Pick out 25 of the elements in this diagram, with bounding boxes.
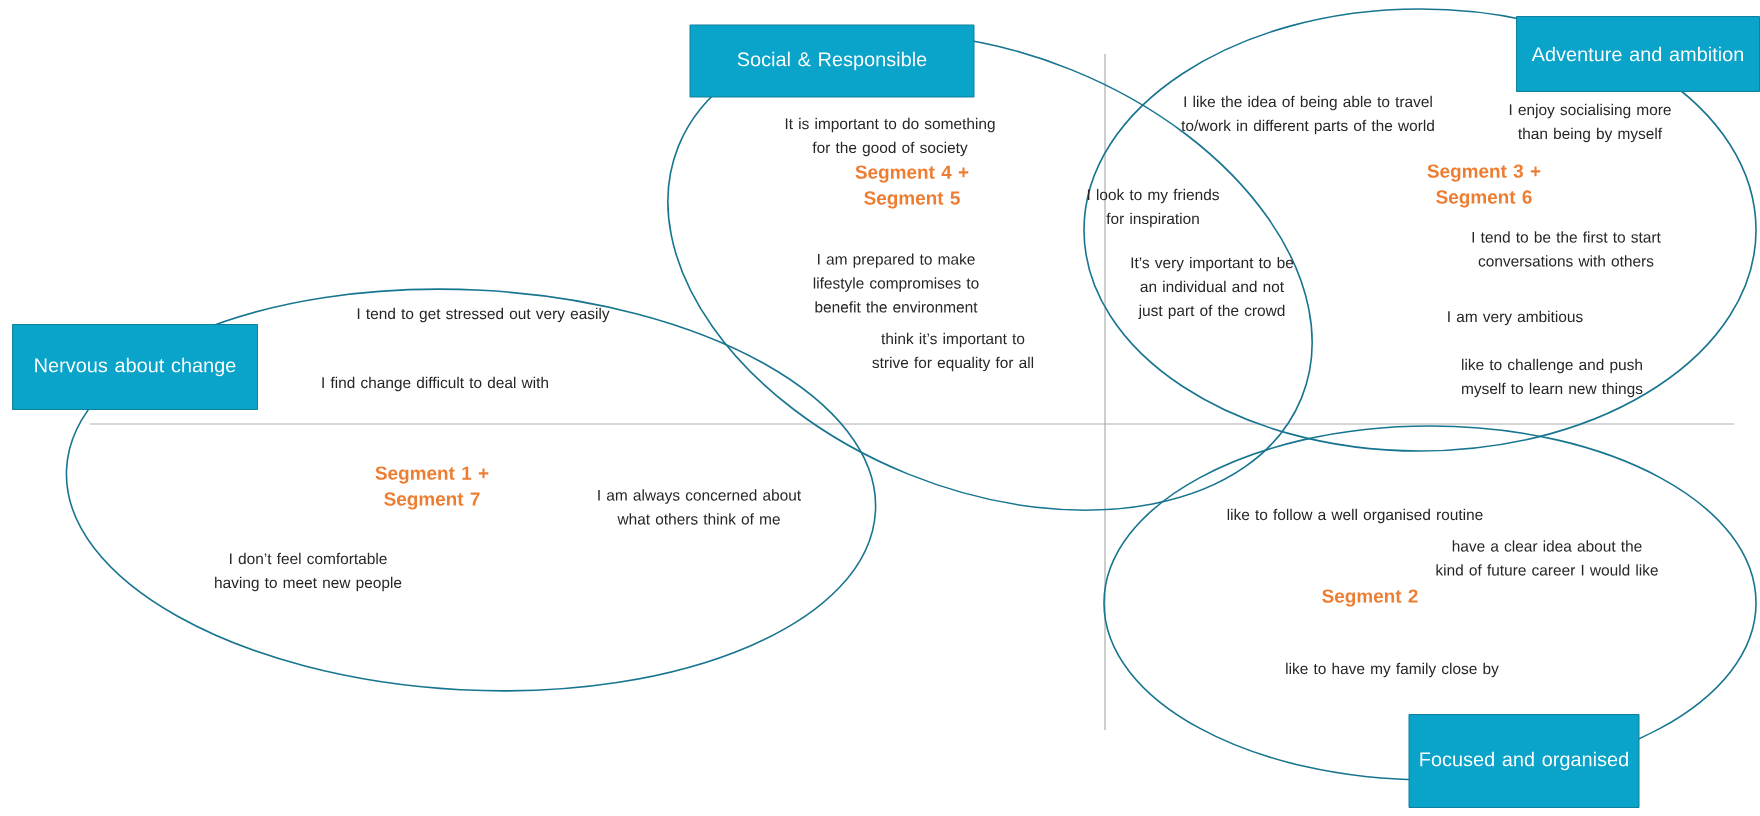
statement: It’s very important to be an individual and not just part of the crowd — [1131, 256, 1294, 320]
segment-label: Segment 1 + Segment 7 — [375, 466, 489, 510]
statement: I am very ambitious — [1448, 310, 1583, 326]
segment-label: Segment 2 — [1322, 589, 1418, 607]
statement: like to follow a well organised routine — [1227, 508, 1483, 524]
title-tag: Focused and organised — [1408, 714, 1640, 808]
statement: I am always concerned about what others think of me — [598, 489, 801, 525]
statement: I find change difficult to deal with — [322, 376, 548, 392]
title-tag: Adventure and ambition — [1516, 16, 1760, 92]
statement: like to challenge and push myself to learn new things — [1462, 358, 1643, 398]
statement: I look to my friends for inspiration — [1087, 188, 1219, 228]
statement: have a clear idea about the kind of future career I would like — [1436, 540, 1658, 576]
statement: I am prepared to make lifestyle compromises to benefit the environment — [813, 253, 979, 313]
statement: It is important to do something for the good of society — [785, 117, 995, 157]
statement: I enjoy socialising more than being by myself — [1509, 103, 1671, 143]
statement: I tend to be the first to start conversations with others — [1472, 231, 1661, 267]
title-tag: Social & Responsible — [689, 24, 975, 98]
statement: I don’t feel comfortable having to meet new people — [215, 552, 402, 592]
segment-label: Segment 4 + Segment 5 — [855, 165, 969, 209]
title-tag: Nervous about change — [12, 324, 258, 410]
statement: I like the idea of being able to travel to/work in different parts of the world — [1181, 95, 1434, 135]
segment-label: Segment 3 + Segment 6 — [1427, 164, 1541, 208]
statement: think it’s important to strive for equality for all — [872, 332, 1034, 372]
statement: I tend to get stressed out very easily — [357, 307, 610, 323]
statement: like to have my family close by — [1286, 662, 1499, 678]
